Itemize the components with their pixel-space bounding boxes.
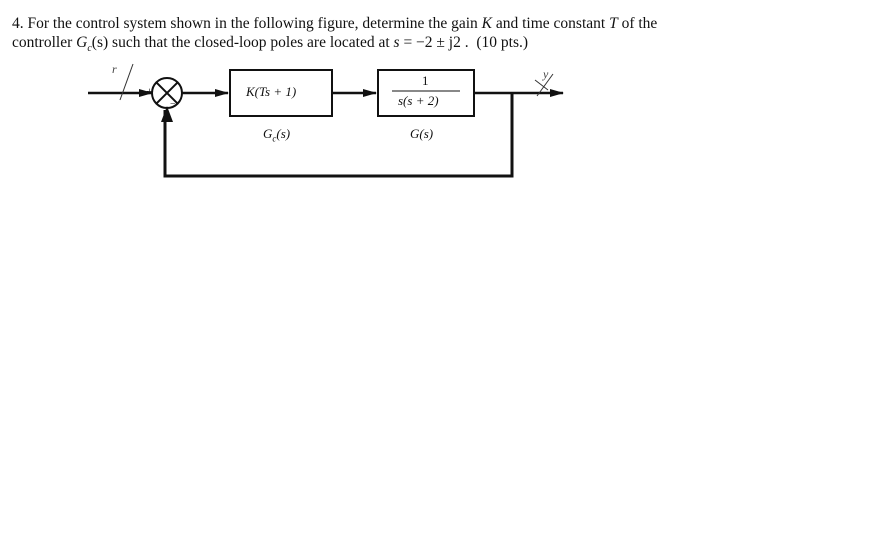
- controller-name-arg: (s): [276, 126, 291, 141]
- problem-statement: 4. For the control system shown in the f…: [12, 14, 657, 58]
- problem-line-1: 4. For the control system shown in the f…: [12, 14, 657, 33]
- plant-numerator: 1: [422, 73, 429, 88]
- sum-plus-sign: +: [146, 84, 153, 98]
- summing-cross-2: [155, 81, 179, 105]
- plant-denominator: s(s + 2): [398, 93, 439, 108]
- pole-locations: = −2 ± j2 .: [399, 34, 469, 51]
- sum-minus-sign: −: [170, 99, 176, 110]
- feedback-path: [163, 93, 514, 178]
- plant-block: [377, 69, 475, 117]
- gain-symbol: K: [481, 15, 492, 32]
- s-symbol: s: [393, 34, 400, 51]
- problem-text-1c: of the: [617, 15, 658, 32]
- problem-text-2a: controller: [12, 34, 77, 51]
- output-handwritten-mark: [534, 73, 554, 97]
- problem-text-1b: and time constant: [492, 15, 610, 32]
- output-label: y: [543, 67, 549, 81]
- controller-arg: (s): [91, 34, 109, 51]
- time-constant-symbol: T: [609, 15, 618, 32]
- problem-number: 4.: [12, 15, 24, 32]
- controller-name-label: Gc(s): [263, 126, 290, 144]
- input-label: r: [112, 62, 117, 76]
- controller-block: [229, 69, 333, 117]
- feedback-arrowhead: [161, 106, 173, 122]
- controller-transfer-function: K(Ts + 1): [246, 84, 297, 99]
- controller-name-sub: c: [272, 133, 277, 144]
- controller-symbol: G: [76, 34, 88, 51]
- plant-name-label: G(s): [410, 126, 434, 141]
- input-handwritten-mark: [119, 63, 134, 101]
- controller-subscript: c: [87, 43, 92, 55]
- problem-line-2: controller Gc(s) such that the closed-lo…: [12, 33, 657, 58]
- problem-text-2b: such that the closed-loop poles are loca…: [108, 34, 394, 51]
- controller-name: G: [263, 126, 273, 141]
- problem-text-1a: For the control system shown in the foll…: [27, 15, 482, 32]
- points-value: (10 pts.): [476, 34, 529, 51]
